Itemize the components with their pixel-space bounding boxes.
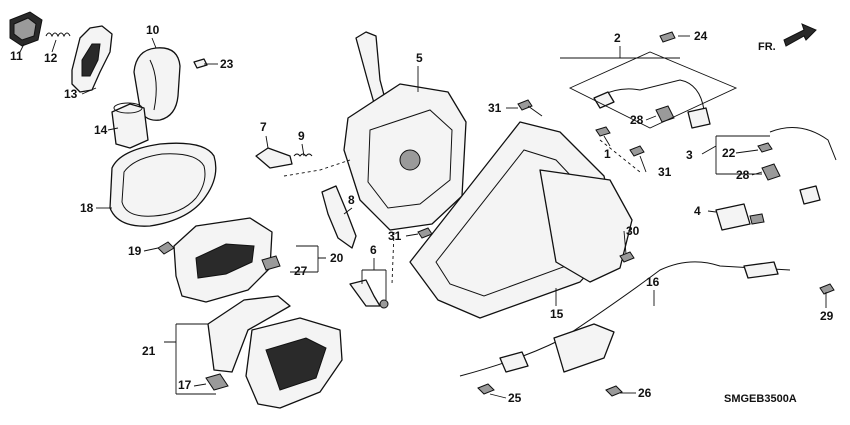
front-arrow-icon: FR. (758, 23, 817, 53)
callout-31-b: 31 (388, 229, 402, 243)
trim-ring-part-18[interactable] (109, 142, 217, 227)
callout-15: 15 (550, 307, 564, 321)
solenoid-part-7[interactable] (255, 147, 293, 169)
callout-24: 24 (694, 29, 708, 43)
screw-part-23[interactable] (193, 58, 208, 69)
indicator-panel-part-20[interactable] (173, 217, 273, 303)
harness-part-2[interactable] (593, 79, 711, 129)
callout-8: 8 (348, 193, 355, 207)
callout-31-c: 31 (658, 165, 672, 179)
callout-22: 22 (722, 146, 736, 160)
harness-part-3[interactable] (769, 127, 837, 205)
callout-10: 10 (146, 23, 160, 37)
shift-lever-part-5[interactable] (343, 31, 467, 231)
base-bracket-part-15[interactable] (409, 121, 633, 319)
callout-28-b: 28 (736, 168, 750, 182)
callout-28-a: 28 (630, 113, 644, 127)
callout-9: 9 (298, 129, 305, 143)
callout-14: 14 (94, 123, 108, 137)
callout-25: 25 (508, 391, 522, 405)
callout-labels: 11 12 10 23 13 14 18 19 20 27 21 17 5 7 … (10, 23, 834, 405)
diagram-code: SMGEB3500A (724, 393, 797, 405)
clip-part-17[interactable] (205, 373, 229, 391)
callout-11: 11 (10, 49, 23, 63)
shift-knob-part-10[interactable] (133, 47, 181, 121)
callout-26: 26 (638, 386, 652, 400)
callout-12: 12 (44, 51, 58, 65)
bolt-part-31-b[interactable] (417, 227, 433, 239)
callout-13: 13 (64, 87, 78, 101)
callout-29: 29 (820, 309, 834, 323)
panel-assembly-part-21[interactable] (207, 295, 343, 409)
screw-part-24[interactable] (659, 31, 676, 43)
callout-1: 1 (604, 147, 611, 161)
callout-19: 19 (128, 244, 142, 258)
collar-part-14[interactable] (111, 102, 149, 149)
callout-3: 3 (686, 148, 693, 162)
bolt-part-31-a[interactable] (517, 99, 543, 117)
callout-23: 23 (220, 57, 234, 71)
lever-part-8[interactable] (321, 185, 357, 249)
callout-20: 20 (330, 251, 344, 265)
callout-21: 21 (142, 344, 156, 358)
clip-part-28-a[interactable] (655, 105, 675, 123)
shift-cable-part-16[interactable] (459, 261, 791, 377)
callout-31-a: 31 (488, 101, 502, 115)
callout-5: 5 (416, 51, 423, 65)
callout-2: 2 (614, 31, 621, 45)
switch-part-4[interactable] (715, 203, 765, 231)
callout-16: 16 (646, 275, 660, 289)
link-part-6[interactable] (349, 279, 389, 309)
bolt-part-29[interactable] (819, 283, 835, 295)
spring-part-12[interactable] (45, 32, 71, 38)
callout-7: 7 (260, 120, 267, 134)
callout-30: 30 (626, 224, 640, 238)
guide-lines (283, 139, 641, 285)
knob-cap-part-11[interactable] (9, 11, 43, 47)
callout-17: 17 (178, 378, 192, 392)
clip-part-1[interactable] (595, 126, 611, 137)
clip-part-28-b[interactable] (761, 163, 781, 181)
callout-18: 18 (80, 201, 94, 215)
callout-4: 4 (694, 204, 701, 218)
nut-part-25[interactable] (477, 383, 495, 395)
spring-part-9[interactable] (293, 153, 313, 157)
bolt-part-30[interactable] (619, 251, 635, 263)
clip-part-19[interactable] (157, 241, 175, 255)
direction-label: FR. (758, 41, 776, 53)
harness-group-outline (568, 51, 738, 129)
clip-part-22[interactable] (757, 142, 773, 153)
bulb-part-27[interactable] (261, 255, 281, 271)
callout-27: 27 (294, 264, 308, 278)
bolt-part-31-c[interactable] (629, 145, 645, 157)
knob-cover-part-13[interactable] (71, 25, 113, 93)
callout-6: 6 (370, 243, 377, 257)
nut-part-26[interactable] (605, 385, 623, 397)
